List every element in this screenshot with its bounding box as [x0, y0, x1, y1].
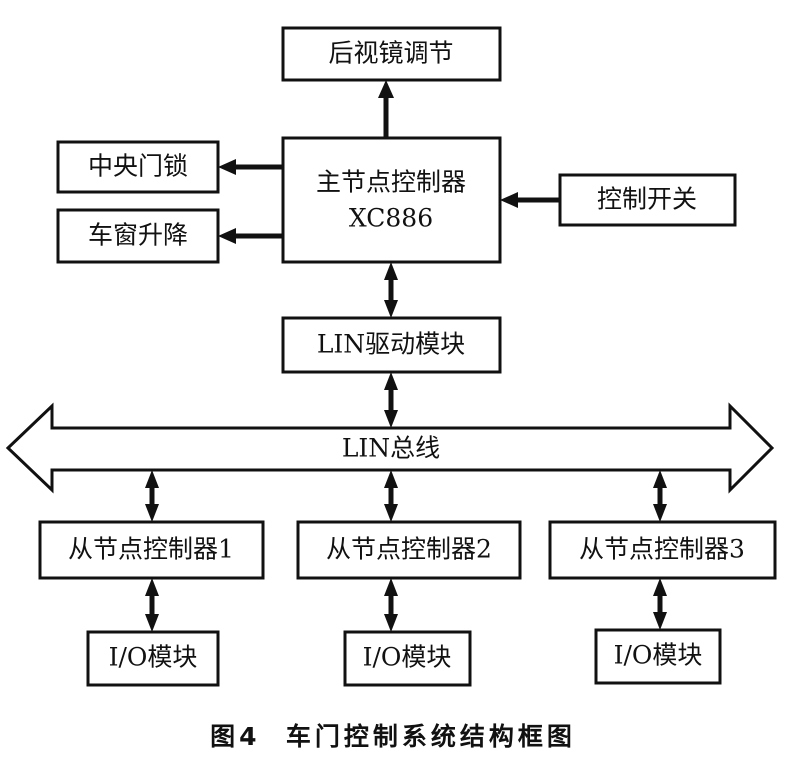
master-label: 主节点控制器 — [316, 168, 466, 197]
window-box: 车窗升降 — [56, 208, 220, 264]
switch-label: 控制开关 — [597, 185, 697, 214]
io-3-label: I/O模块 — [614, 641, 703, 670]
window-label: 车窗升降 — [88, 221, 188, 250]
master-model: XC886 — [349, 204, 433, 233]
mirror-label: 后视镜调节 — [328, 39, 453, 68]
io-2-label: I/O模块 — [363, 643, 452, 672]
slave-1: 从节点控制器1 I/O模块 — [38, 470, 265, 687]
door-lock-box: 中央门锁 — [56, 140, 220, 194]
figure-caption: 图4 车门控制系统结构框图 — [210, 722, 576, 751]
lin-driver-label: LIN驱动模块 — [317, 330, 465, 359]
arrow-master-to-mirror — [378, 80, 394, 138]
door-lock-label: 中央门锁 — [88, 152, 188, 181]
mirror-box: 后视镜调节 — [281, 26, 502, 82]
arrow-switch-to-master — [500, 192, 560, 208]
slave-1-label: 从节点控制器1 — [68, 535, 234, 564]
slave-2: 从节点控制器2 I/O模块 — [296, 470, 522, 687]
lin-driver-box: LIN驱动模块 — [281, 316, 502, 374]
lin-bus: LIN总线 — [5, 402, 775, 494]
arrow-master-lin-driver — [384, 262, 398, 318]
slave-3-label: 从节点控制器3 — [579, 535, 745, 564]
lin-bus-label: LIN总线 — [342, 434, 440, 463]
master-box: 主节点控制器 XC886 — [281, 136, 502, 264]
arrow-lin-driver-bus — [384, 372, 398, 428]
slave-2-label: 从节点控制器2 — [326, 535, 492, 564]
switch-box: 控制开关 — [558, 173, 737, 227]
slave-3: 从节点控制器3 I/O模块 — [548, 470, 777, 685]
arrow-master-to-door-lock — [218, 159, 283, 175]
io-1-label: I/O模块 — [109, 643, 198, 672]
arrow-master-to-window — [218, 228, 283, 244]
